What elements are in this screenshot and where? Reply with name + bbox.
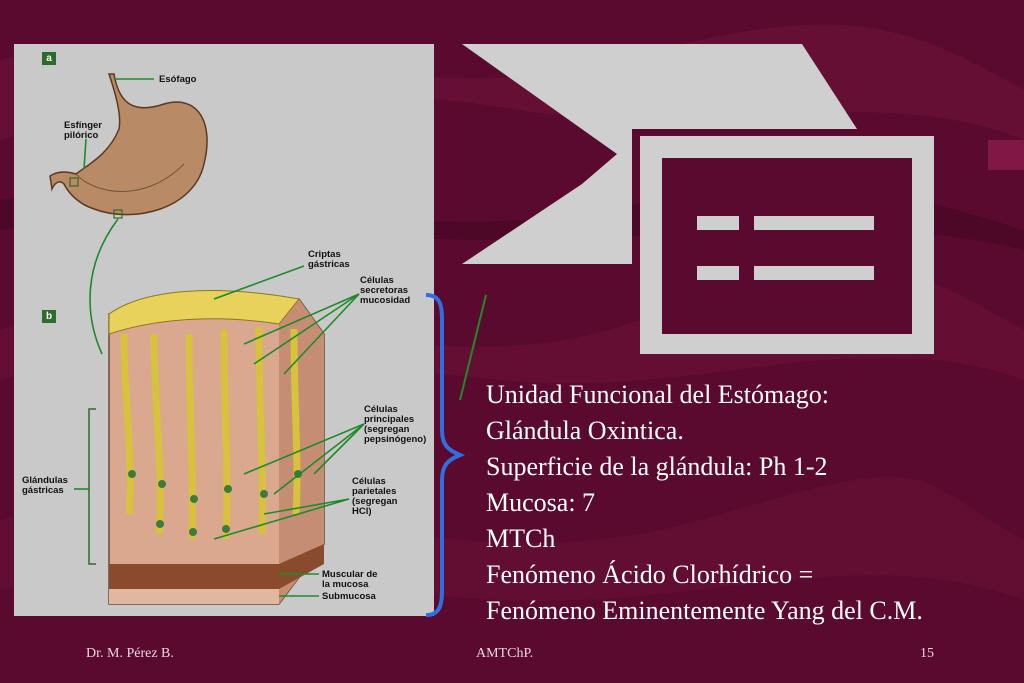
footer-center: AMTChP. xyxy=(476,646,534,661)
text-line-5: MTCh xyxy=(486,524,556,553)
panel-b-tag: b xyxy=(42,310,56,323)
label-esofago: Esófago xyxy=(159,74,197,85)
text-line-4: Mucosa: 7 xyxy=(486,488,596,517)
text-line-1: Unidad Funcional del Estómago: xyxy=(486,380,830,409)
footer-author: Dr. M. Pérez B. xyxy=(86,646,174,661)
panel-a-tag: a xyxy=(42,52,56,65)
label-submucosa: Submucosa xyxy=(322,591,376,602)
text-line-3: Superficie de la glándula: Ph 1-2 xyxy=(486,452,828,481)
presentation-logo xyxy=(462,44,934,354)
gland-drawing xyxy=(49,73,365,605)
text-line-7: Fenómeno Eminentemente Yang del C.M. xyxy=(486,596,923,625)
footer-page-number: 15 xyxy=(920,646,934,661)
curly-brace xyxy=(425,293,487,617)
text-line-6: Fenómeno Ácido Clorhídrico = xyxy=(486,560,814,589)
slide-text: Unidad Funcional del Estómago: Glándula … xyxy=(486,377,1016,629)
text-line-2: Glándula Oxintica. xyxy=(486,416,684,445)
